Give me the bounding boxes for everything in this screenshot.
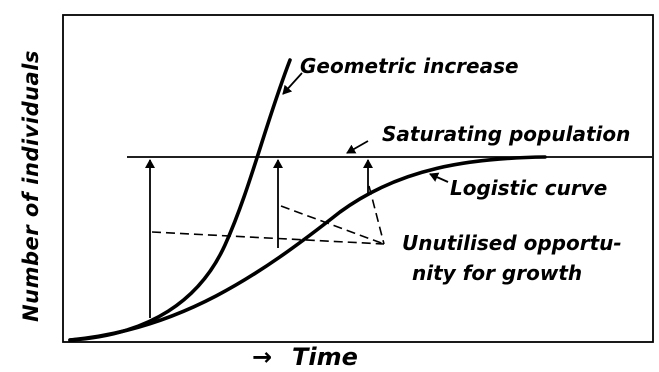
x-axis-label: Time — [292, 343, 358, 371]
geometric-increase-curve — [68, 58, 292, 342]
pointer-dash-1 — [151, 231, 385, 245]
unutilised-label-line-1: Unutilised opportu- — [402, 231, 622, 255]
saturating-label-pointer — [346, 140, 369, 154]
pointer-dash-3 — [368, 185, 385, 245]
pointer-dash-2 — [280, 205, 385, 245]
geometric-increase-label: Geometric increase — [300, 54, 519, 78]
plot-frame — [62, 14, 654, 343]
geometric-label-pointer — [282, 72, 303, 95]
y-axis-label: Number of individuals — [19, 50, 43, 322]
saturating-population-label: Saturating population — [382, 122, 630, 146]
logistic-curve — [68, 155, 547, 342]
logistic-label-pointer — [429, 172, 449, 183]
logistic-curve-label: Logistic curve — [450, 176, 607, 200]
x-axis-arrow: → — [252, 343, 272, 371]
unutilised-label-line-2: nity for growth — [412, 261, 582, 285]
